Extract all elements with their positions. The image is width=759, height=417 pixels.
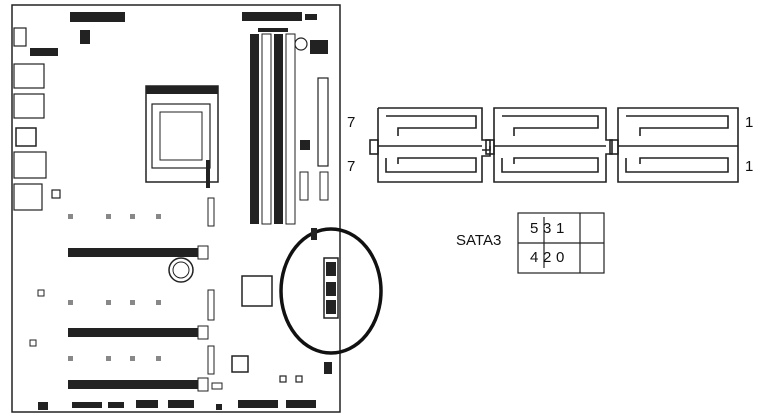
- cpu-socket-inner: [159, 111, 203, 161]
- small-square: [211, 382, 223, 390]
- small-square: [279, 375, 287, 383]
- socket-lever: [206, 160, 210, 188]
- io-block: [15, 127, 37, 147]
- top-header: [70, 12, 125, 22]
- connector-number-right-bottom: 1: [745, 158, 754, 175]
- io-block: [13, 93, 45, 119]
- connector-number-left-bottom: 7: [347, 158, 356, 175]
- standoff: [294, 37, 308, 51]
- usb-header: [319, 171, 329, 201]
- cmos-battery: [168, 257, 194, 283]
- small-chip: [37, 289, 45, 297]
- usb-header: [299, 171, 309, 201]
- io-block: [13, 27, 27, 47]
- io-block: [13, 183, 43, 211]
- connector-number-left-top: 7: [347, 114, 356, 131]
- io-block: [13, 63, 45, 89]
- small-square: [295, 375, 303, 383]
- small-chip: [29, 339, 37, 347]
- chipset: [241, 275, 273, 307]
- sata-port-5: 5: [530, 220, 539, 237]
- led-indicator: [310, 40, 328, 54]
- sata-port-4: 4: [530, 249, 539, 266]
- sata-connector-enlarged: [369, 107, 739, 183]
- sata-port-3: 3: [543, 220, 552, 237]
- board-outline: [11, 4, 341, 413]
- socket-latch: [146, 86, 218, 94]
- dimm-slots: [250, 33, 296, 225]
- io-block: [51, 189, 61, 199]
- bottom-headers: [38, 400, 316, 410]
- sata-port-2: 2: [543, 249, 552, 266]
- sata-port-1: 1: [556, 220, 565, 237]
- sata-port-table: [517, 212, 605, 274]
- io-block: [30, 48, 58, 56]
- cpu-socket: [151, 103, 211, 169]
- fan-header: [305, 14, 317, 20]
- rgb-header: [242, 12, 302, 21]
- onboard-sata-connectors: [323, 257, 339, 319]
- top-header-small: [80, 30, 90, 44]
- connector-number-right-top: 1: [745, 114, 754, 131]
- usb-header: [300, 140, 310, 150]
- dimm-label: [258, 28, 288, 32]
- pcie-slots: [68, 245, 209, 392]
- m2-slot: [207, 197, 215, 227]
- io-block: [13, 151, 47, 179]
- m2-slot: [207, 345, 215, 375]
- cmos-battery-inner: [172, 261, 190, 279]
- sata-table-label: SATA3: [456, 232, 502, 249]
- sata-port-0: 0: [556, 249, 565, 266]
- header: [324, 362, 332, 374]
- sata-highlight-circle: [279, 227, 383, 355]
- m2-slot: [207, 289, 215, 321]
- atx-power-connector: [317, 77, 329, 167]
- header: [311, 228, 317, 240]
- mounting-dots: [68, 214, 161, 361]
- chip: [231, 355, 249, 373]
